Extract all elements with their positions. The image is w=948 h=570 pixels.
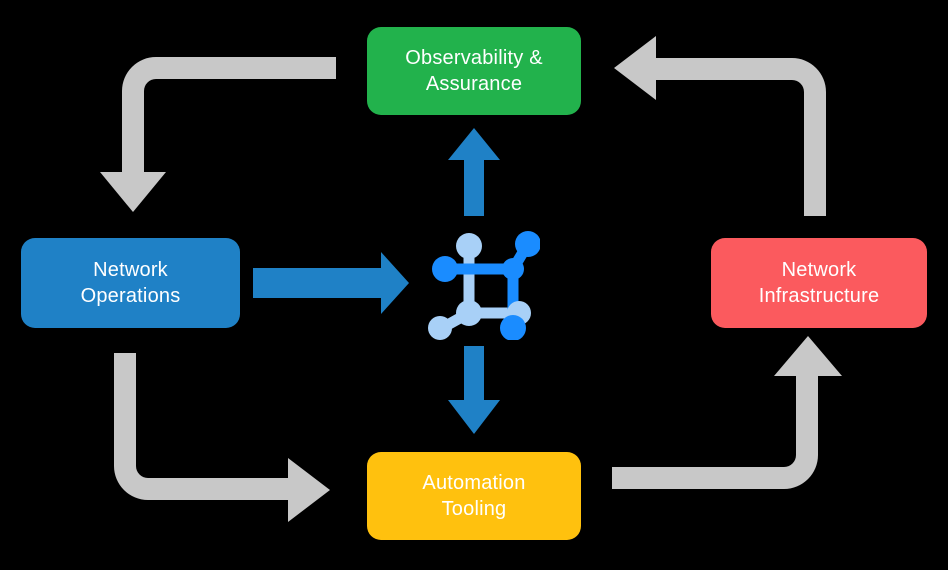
node-label: Observability & Assurance bbox=[405, 46, 543, 95]
node-observability-assurance[interactable]: Observability & Assurance bbox=[367, 27, 581, 115]
node-network-infrastructure[interactable]: Network Infrastructure bbox=[711, 238, 927, 328]
connector-ops-to-center bbox=[253, 252, 409, 314]
connector-infrastructure-to-observability bbox=[614, 36, 826, 216]
connector-observability-to-ops bbox=[100, 57, 336, 212]
connector-center-to-automation bbox=[448, 346, 500, 434]
connector-automation-to-infrastructure bbox=[612, 336, 842, 489]
network-topology-icon bbox=[428, 231, 540, 340]
node-automation-tooling[interactable]: Automation Tooling bbox=[367, 452, 581, 540]
connector-ops-to-automation bbox=[114, 353, 330, 522]
node-label: Network Infrastructure bbox=[758, 258, 880, 307]
connector-center-to-observability bbox=[448, 128, 500, 216]
node-label: Network Operations bbox=[80, 258, 181, 307]
node-network-operations[interactable]: Network Operations bbox=[21, 238, 240, 328]
node-label: Automation Tooling bbox=[422, 471, 526, 520]
